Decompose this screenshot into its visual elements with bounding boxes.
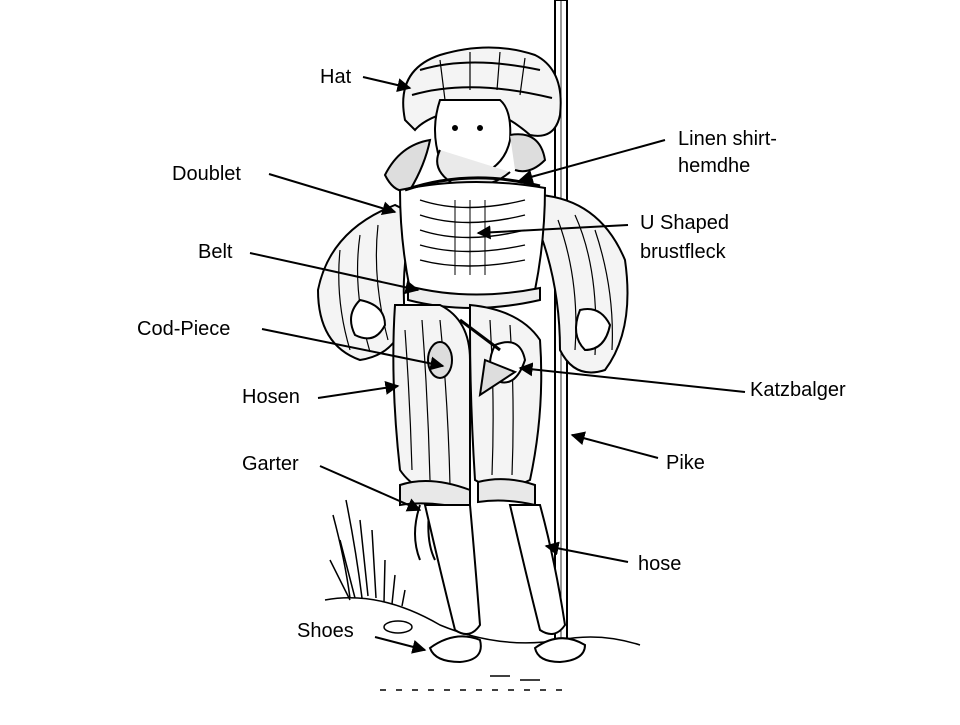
linen-shirt-arrow <box>518 139 666 184</box>
hosen-arrow <box>317 380 400 399</box>
cod-piece-arrow <box>261 328 445 371</box>
label-linen-shirt-line2: hemdhe <box>678 155 751 177</box>
katzbalger-sword <box>459 318 527 398</box>
ground <box>324 499 641 691</box>
label-hose: hose <box>638 553 682 575</box>
pike-arrow <box>570 431 659 459</box>
label-hosen: Hosen <box>242 386 300 408</box>
hosen-breeches <box>392 303 543 497</box>
leader-arrows <box>249 76 746 654</box>
doublet <box>398 176 547 296</box>
label-brustfleck-line1: U Shaped <box>640 212 729 234</box>
brustfleck-arrow <box>476 224 629 240</box>
shoes-arrow <box>374 636 427 654</box>
label-pike: Pike <box>666 452 705 474</box>
label-doublet: Doublet <box>172 163 241 185</box>
shoes <box>428 635 587 664</box>
katzbalger-arrow <box>518 362 746 393</box>
label-hat: Hat <box>320 66 352 88</box>
label-shoes: Shoes <box>297 620 354 642</box>
label-cod-piece: Cod-Piece <box>137 318 231 340</box>
label-linen-shirt-line1: Linen shirt- <box>678 128 777 150</box>
belt-arrow <box>249 252 420 295</box>
label-brustfleck-line2: brustfleck <box>640 241 726 263</box>
hose-arrow <box>544 541 629 563</box>
hat-arrow <box>362 76 412 92</box>
lower-legs <box>423 504 567 635</box>
right-sleeve <box>533 193 629 374</box>
label-garter: Garter <box>242 453 299 475</box>
label-katzbalger: Katzbalger <box>750 379 846 401</box>
doublet-arrow <box>268 173 397 216</box>
label-belt: Belt <box>198 241 233 263</box>
garter-arrow <box>319 465 422 512</box>
